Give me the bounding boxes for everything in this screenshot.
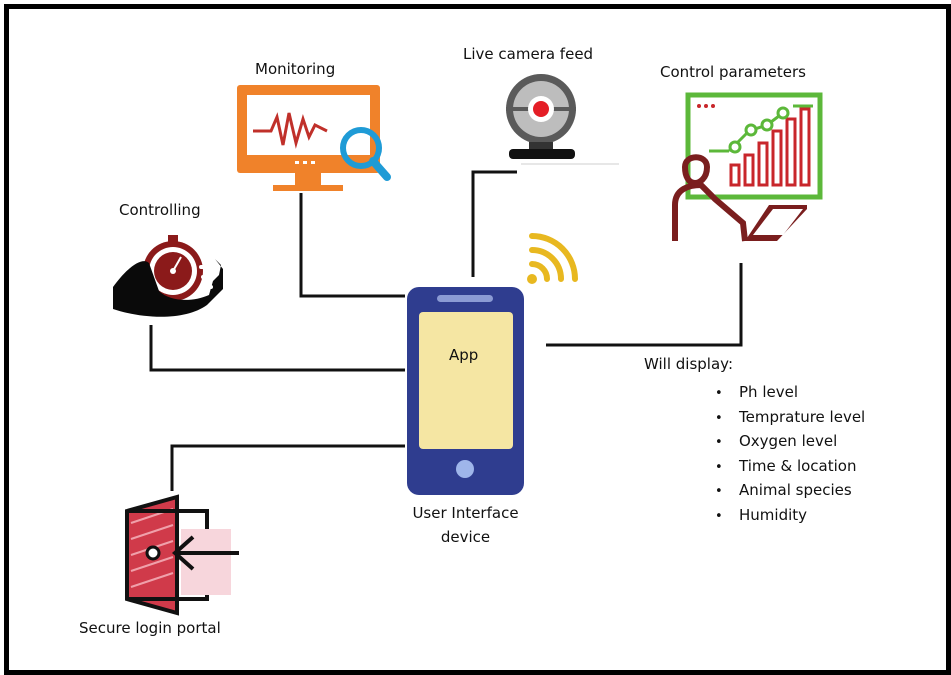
list-item: •Time & location: [715, 456, 857, 475]
list-item: •Animal species: [715, 481, 852, 499]
connector-control: [546, 263, 743, 347]
display-list: •Ph level •Temprature level •Oxygen leve…: [715, 380, 865, 527]
label-login: Secure login portal: [79, 619, 221, 637]
label-controlling: Controlling: [119, 201, 201, 219]
label-control-parameters: Control parameters: [660, 63, 806, 81]
wifi-icon: [527, 233, 578, 284]
list-item: •Temprature level: [715, 407, 866, 426]
chart-person-icon: [672, 92, 823, 242]
connector-camera: [471, 170, 517, 277]
label-monitoring: Monitoring: [255, 60, 336, 78]
label-app: App: [449, 346, 479, 364]
label-live-camera: Live camera feed: [463, 45, 594, 63]
monitor-icon: [237, 85, 391, 191]
connector-monitoring: [299, 193, 405, 298]
connector-controlling: [149, 325, 405, 372]
label-device-line1: User Interface: [412, 504, 519, 522]
list-item: •Ph level: [715, 383, 798, 401]
connector-lines: [149, 170, 743, 491]
connector-login: [170, 444, 405, 491]
login-door-icon: [125, 494, 239, 616]
smartphone-icon: [407, 287, 524, 495]
list-item: •Humidity: [715, 505, 808, 524]
label-device-line2: device: [440, 528, 491, 546]
stopwatch-hand-icon: [113, 235, 223, 317]
diagram-frame: Monitoring Live camera feed Control para…: [4, 4, 951, 675]
diagram-canvas: [113, 74, 823, 616]
label-device: User Interface device: [403, 501, 528, 549]
webcam-icon: [506, 74, 619, 165]
display-title: Will display:: [644, 355, 733, 373]
list-item: •Oxygen level: [715, 432, 838, 450]
